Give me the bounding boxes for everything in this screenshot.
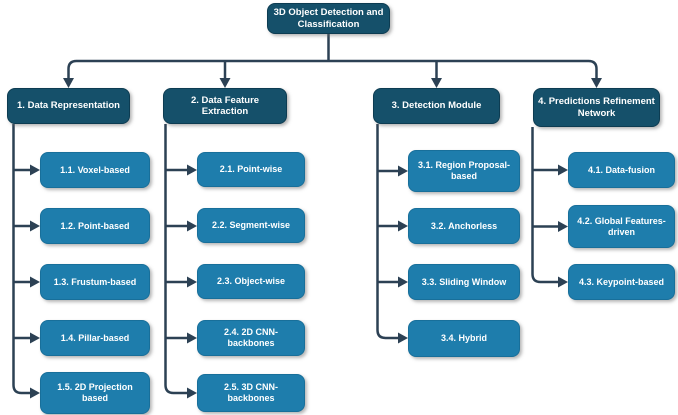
arrowhead-col4-header	[591, 78, 602, 88]
arrowhead-col2-header	[219, 78, 231, 88]
arrowhead-node-4-1	[558, 164, 568, 176]
root-node: 3D Object Detection and Classification	[267, 3, 390, 34]
node-pillar-based: 1.4. Pillar-based	[40, 320, 150, 356]
arrowhead-node-4-2	[558, 221, 568, 232]
node-frustum-based: 1.3. Frustum-based	[40, 264, 150, 300]
arrowhead-node-3-4	[398, 332, 408, 344]
arrowhead-node-1-1	[30, 164, 40, 176]
connector-col3-trunk	[376, 124, 399, 340]
node-sliding-window: 3.3. Sliding Window	[408, 264, 520, 300]
connector-col2-trunk	[164, 124, 188, 395]
node-3d-cnn-backbones: 2.5. 3D CNN-backbones	[197, 374, 305, 412]
node-voxel-based: 1.1. Voxel-based	[40, 152, 150, 188]
header-data-representation: 1. Data Representation	[7, 88, 130, 124]
arrowhead-node-1-3	[30, 276, 40, 288]
arrowhead-node-2-2	[187, 220, 197, 232]
arrowhead-node-1-2	[30, 220, 40, 232]
header-detection-module: 3. Detection Module	[373, 88, 500, 124]
arrowhead-node-2-3	[187, 276, 197, 288]
node-region-proposal-based: 3.1. Region Proposal-based	[408, 150, 520, 192]
node-2d-cnn-backbones: 2.4. 2D CNN-backbones	[197, 320, 305, 356]
arrowhead-node-3-3	[398, 276, 408, 288]
node-anchorless: 3.2. Anchorless	[408, 208, 520, 244]
connector-col1-trunk	[12, 124, 31, 395]
header-data-feature-extraction: 2. Data Feature Extraction	[163, 88, 287, 124]
header-predictions-refinement-network: 4. Predictions Refinement Network	[533, 88, 660, 127]
node-keypoint-based: 4.3. Keypoint-based	[568, 264, 675, 300]
arrowhead-node-4-3	[558, 276, 568, 288]
arrowhead-node-2-1	[187, 164, 197, 176]
connector-col4-trunk	[531, 127, 559, 284]
node-2d-projection-based: 1.5. 2D Projection based	[40, 372, 150, 414]
node-point-based: 1.2. Point-based	[40, 208, 150, 244]
connector-top-bus	[67, 59, 598, 82]
arrowhead-node-2-4	[187, 332, 197, 344]
arrowhead-node-3-2	[398, 220, 408, 232]
arrowhead-col3-header	[431, 78, 442, 88]
arrowhead-node-2-5	[187, 387, 197, 399]
node-hybrid: 3.4. Hybrid	[408, 320, 520, 357]
node-segment-wise: 2.2. Segment-wise	[197, 208, 305, 243]
node-global-features-driven: 4.2. Global Features-driven	[568, 205, 675, 248]
arrowhead-col1-header	[63, 78, 74, 88]
arrowhead-node-3-1	[398, 165, 408, 177]
arrowhead-node-1-5	[30, 387, 40, 399]
node-object-wise: 2.3. Object-wise	[197, 264, 305, 299]
node-point-wise: 2.1. Point-wise	[197, 152, 305, 187]
arrowhead-node-1-4	[30, 332, 40, 344]
node-data-fusion: 4.1. Data-fusion	[568, 152, 675, 188]
